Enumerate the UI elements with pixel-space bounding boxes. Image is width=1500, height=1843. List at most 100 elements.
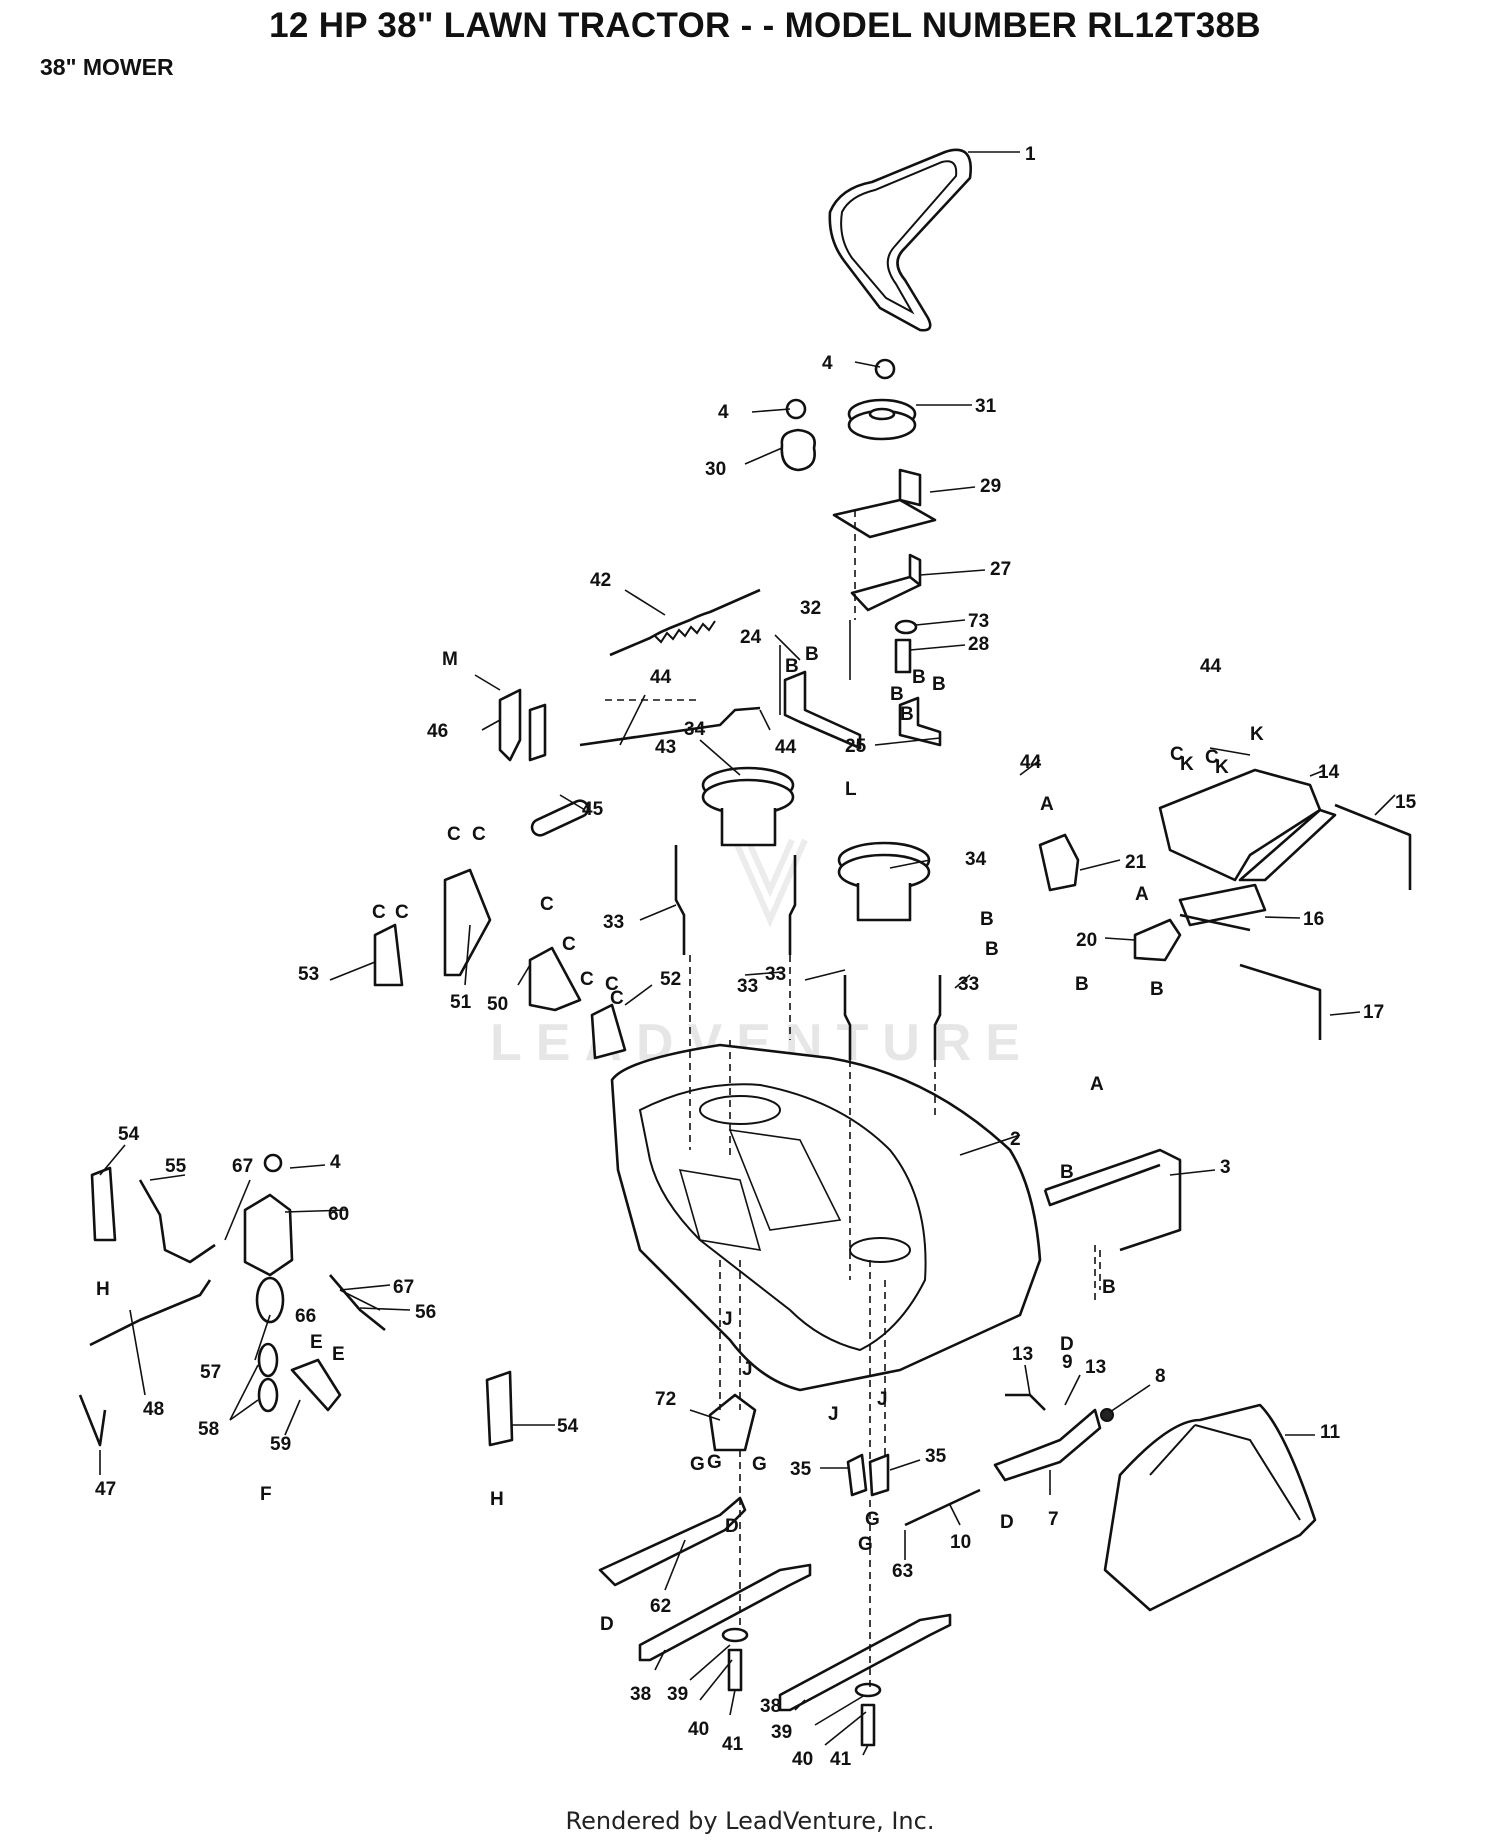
- rod-48[interactable]: [89, 1279, 212, 1347]
- callout[interactable]: 54: [118, 1124, 140, 1145]
- stud-33a[interactable]: [674, 845, 686, 955]
- spacer-66[interactable]: [255, 1276, 285, 1324]
- callout[interactable]: 9: [1062, 1352, 1073, 1373]
- rod-56[interactable]: [329, 1274, 386, 1332]
- callout[interactable]: 4: [330, 1152, 341, 1173]
- bracket-54a[interactable]: [90, 1166, 117, 1242]
- callout[interactable]: 57: [200, 1362, 221, 1383]
- callout[interactable]: 10: [950, 1532, 971, 1553]
- callout[interactable]: 51: [450, 992, 472, 1013]
- stud-33b[interactable]: [788, 855, 797, 955]
- callout[interactable]: 33: [603, 912, 624, 933]
- clip-35b[interactable]: [868, 1453, 890, 1497]
- callout[interactable]: 27: [990, 559, 1011, 580]
- bracket-54b[interactable]: [485, 1370, 514, 1447]
- callout[interactable]: 44: [1020, 752, 1042, 773]
- callout[interactable]: 60: [328, 1204, 349, 1225]
- callout[interactable]: 35: [790, 1459, 812, 1480]
- bushing-58b[interactable]: [257, 1377, 279, 1413]
- rod-55[interactable]: [138, 1179, 216, 1264]
- bracket-53[interactable]: [373, 923, 404, 987]
- callout[interactable]: 63: [892, 1561, 913, 1582]
- spring-9[interactable]: [1005, 1393, 1046, 1411]
- rod-15[interactable]: [1334, 803, 1412, 890]
- callout[interactable]: 40: [792, 1749, 813, 1770]
- nut-60[interactable]: [263, 1153, 283, 1173]
- rod-17[interactable]: [1239, 963, 1322, 1040]
- rod-10[interactable]: [904, 1488, 981, 1527]
- callout[interactable]: 67: [232, 1156, 253, 1177]
- callout[interactable]: 15: [1395, 792, 1417, 813]
- bracket-52[interactable]: [590, 1003, 627, 1060]
- callout[interactable]: 8: [1155, 1366, 1166, 1387]
- callout[interactable]: 31: [975, 396, 997, 417]
- callout[interactable]: 52: [660, 969, 681, 990]
- linkage-bracket-46[interactable]: [498, 688, 547, 762]
- callout[interactable]: 33: [958, 974, 979, 995]
- bracket-20[interactable]: [1133, 918, 1182, 962]
- mower-deck[interactable]: [610, 1043, 1042, 1392]
- idler-pulley-30[interactable]: [780, 428, 816, 472]
- callout[interactable]: 62: [650, 1596, 671, 1617]
- callout[interactable]: 48: [143, 1399, 164, 1420]
- callout[interactable]: 25: [845, 736, 867, 757]
- blade-adapter-62[interactable]: [598, 1496, 747, 1587]
- pin-45[interactable]: [529, 798, 590, 838]
- callout[interactable]: 4: [822, 353, 833, 374]
- callout[interactable]: 44: [775, 737, 797, 758]
- callout[interactable]: 30: [705, 459, 726, 480]
- callout[interactable]: 73: [968, 611, 989, 632]
- callout[interactable]: 35: [925, 1446, 947, 1467]
- callout[interactable]: 56: [415, 1302, 436, 1323]
- callout[interactable]: 44: [650, 667, 672, 688]
- callout[interactable]: 28: [968, 634, 989, 655]
- bracket-21[interactable]: [1038, 833, 1080, 892]
- callout[interactable]: 45: [582, 799, 604, 820]
- bracket-7[interactable]: [993, 1408, 1102, 1482]
- stud-33c[interactable]: [843, 975, 852, 1060]
- callout[interactable]: 55: [165, 1156, 187, 1177]
- callout[interactable]: 38: [630, 1684, 651, 1705]
- callout[interactable]: 29: [980, 476, 1001, 497]
- callout[interactable]: 7: [1048, 1509, 1059, 1530]
- callout[interactable]: 24: [740, 627, 762, 648]
- clip-35a[interactable]: [846, 1453, 868, 1497]
- callout[interactable]: 50: [487, 994, 508, 1015]
- bolt-41a[interactable]: [727, 1648, 743, 1692]
- callout[interactable]: 17: [1363, 1002, 1384, 1023]
- callout[interactable]: 59: [270, 1434, 291, 1455]
- callout[interactable]: 16: [1303, 909, 1324, 930]
- callout[interactable]: 2: [1010, 1129, 1021, 1150]
- callout[interactable]: 54: [557, 1416, 579, 1437]
- blade-38a[interactable]: [638, 1563, 812, 1662]
- callout[interactable]: 39: [771, 1722, 792, 1743]
- bracket-24[interactable]: [783, 670, 862, 750]
- callout[interactable]: 11: [1320, 1422, 1341, 1443]
- callout[interactable]: 38: [760, 1696, 781, 1717]
- callout[interactable]: 3: [1220, 1157, 1231, 1178]
- callout[interactable]: 4: [718, 402, 729, 423]
- callout[interactable]: 14: [1318, 762, 1340, 783]
- bracket-25[interactable]: [898, 696, 942, 747]
- callout[interactable]: 58: [198, 1419, 219, 1440]
- spring-42[interactable]: [609, 588, 761, 657]
- bolt-41b[interactable]: [860, 1703, 876, 1747]
- callout[interactable]: 21: [1125, 852, 1147, 873]
- callout[interactable]: 32: [800, 598, 821, 619]
- callout[interactable]: 13: [1012, 1344, 1033, 1365]
- callout[interactable]: 20: [1076, 930, 1097, 951]
- callout[interactable]: 33: [765, 964, 786, 985]
- callout[interactable]: 40: [688, 1719, 709, 1740]
- callout[interactable]: 13: [1085, 1357, 1106, 1378]
- idler-arm-29[interactable]: [832, 468, 937, 539]
- callout[interactable]: 72: [655, 1389, 676, 1410]
- callout[interactable]: 41: [722, 1734, 744, 1755]
- bracket-57[interactable]: [243, 1193, 294, 1277]
- callout[interactable]: 46: [427, 721, 448, 742]
- callout[interactable]: 33: [737, 976, 758, 997]
- nut-top[interactable]: [874, 358, 896, 380]
- bracket-51[interactable]: [443, 868, 492, 977]
- bracket-59[interactable]: [290, 1358, 342, 1412]
- callout[interactable]: 42: [590, 570, 611, 591]
- stud-33d[interactable]: [933, 975, 942, 1060]
